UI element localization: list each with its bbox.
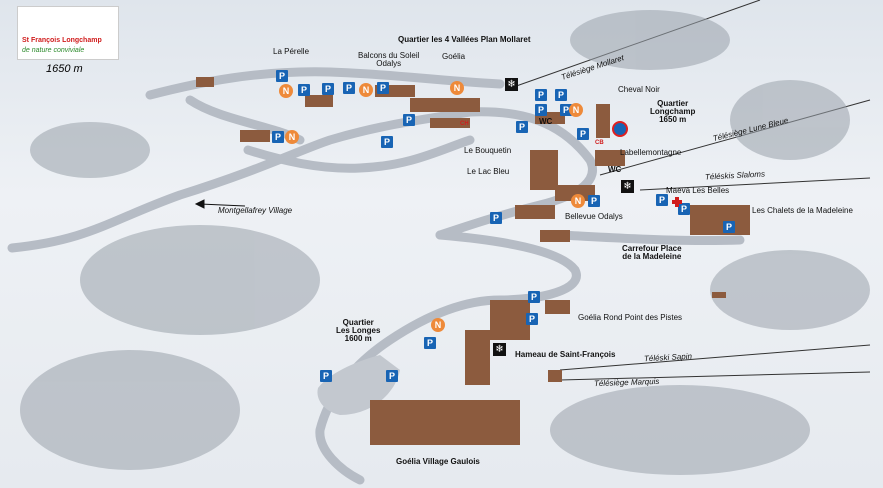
parking-marker: P (588, 195, 600, 207)
logo-tagline: de nature conviviale (22, 47, 85, 54)
parking-marker: P (723, 221, 735, 233)
parking-marker: P (403, 114, 415, 126)
label-le-bouquetin: Le Bouquetin (464, 146, 512, 155)
nursery-marker: N (279, 84, 293, 98)
label-carrefour: Carrefour Place de la Madeleine (622, 244, 682, 261)
parking-marker: P (322, 83, 334, 95)
wc-marker: WC (608, 165, 622, 174)
label-goelia-top: Goélia (442, 52, 466, 61)
parking-marker: P (516, 121, 528, 133)
label-quartier-4-vallees: Quartier les 4 Vallées Plan Mollaret (398, 35, 531, 44)
nursery-marker: N (569, 103, 583, 117)
label-quartier-longchamp: Quartier Longchamp 1650 m (650, 99, 696, 124)
parking-marker: P (490, 212, 502, 224)
nursery-marker: N (359, 83, 373, 97)
nursery-marker: N (571, 194, 585, 208)
parking-marker: P (555, 89, 567, 101)
parking-marker: P (526, 313, 538, 325)
label-le-lac-bleu: Le Lac Bleu (467, 167, 510, 176)
parking-marker: P (298, 84, 310, 96)
altitude-label: 1650 m (46, 63, 83, 75)
ski-school-icon: ❄ (621, 180, 634, 193)
label-montgellafrey: Montgellafrey Village (218, 206, 293, 215)
parking-marker: P (276, 70, 288, 82)
parking-marker: P (577, 128, 589, 140)
ch-marker: CH (460, 121, 469, 127)
resort-logo: St François Longchamp de nature convivia… (17, 6, 119, 60)
label-maeva: Maeva Les Belles (666, 186, 730, 195)
nursery-marker: N (450, 81, 464, 95)
parking-marker: P (320, 370, 332, 382)
parking-marker: P (535, 104, 547, 116)
parking-marker: P (386, 370, 398, 382)
montgellafrey-arrow (194, 199, 246, 209)
parking-marker: P (272, 131, 284, 143)
label-chalets-madeleine: Les Chalets de la Madeleine (752, 206, 853, 215)
parking-marker: P (377, 82, 389, 94)
first-aid-icon (672, 197, 682, 207)
ski-school-icon: ❄ (493, 343, 506, 356)
parking-marker: P (678, 203, 690, 215)
label-labellemontagne: Labellemontagne (620, 148, 682, 157)
nursery-marker: N (431, 318, 445, 332)
parking-marker: P (343, 82, 355, 94)
parking-marker: P (381, 136, 393, 148)
wc-marker: WC (539, 117, 553, 126)
label-bellevue: Bellevue Odalys (565, 212, 623, 221)
label-goelia-village: Goélia Village Gaulois (396, 457, 480, 466)
parking-marker: P (535, 89, 547, 101)
parking-marker: P (656, 194, 668, 206)
label-goelia-rond-point: Goélia Rond Point des Pistes (578, 313, 683, 322)
label-hameau: Hameau de Saint-François (515, 350, 616, 359)
forest (20, 10, 870, 475)
buildings (196, 77, 750, 445)
nursery-marker: N (285, 130, 299, 144)
parking-marker: P (424, 337, 436, 349)
esf-logo-icon (612, 121, 628, 137)
ski-school-icon: ❄ (505, 78, 518, 91)
label-quartier-longes: Quartier Les Longes 1600 m (336, 318, 381, 343)
logo-title: St François Longchamp (22, 37, 102, 44)
label-cheval-noir: Cheval Noir (618, 85, 660, 94)
parking-marker: P (528, 291, 540, 303)
label-la-perelle: La Pérelle (273, 47, 310, 56)
cb-marker: CB (595, 140, 604, 146)
label-balcons: Balcons du Soleil Odalys (358, 51, 420, 68)
